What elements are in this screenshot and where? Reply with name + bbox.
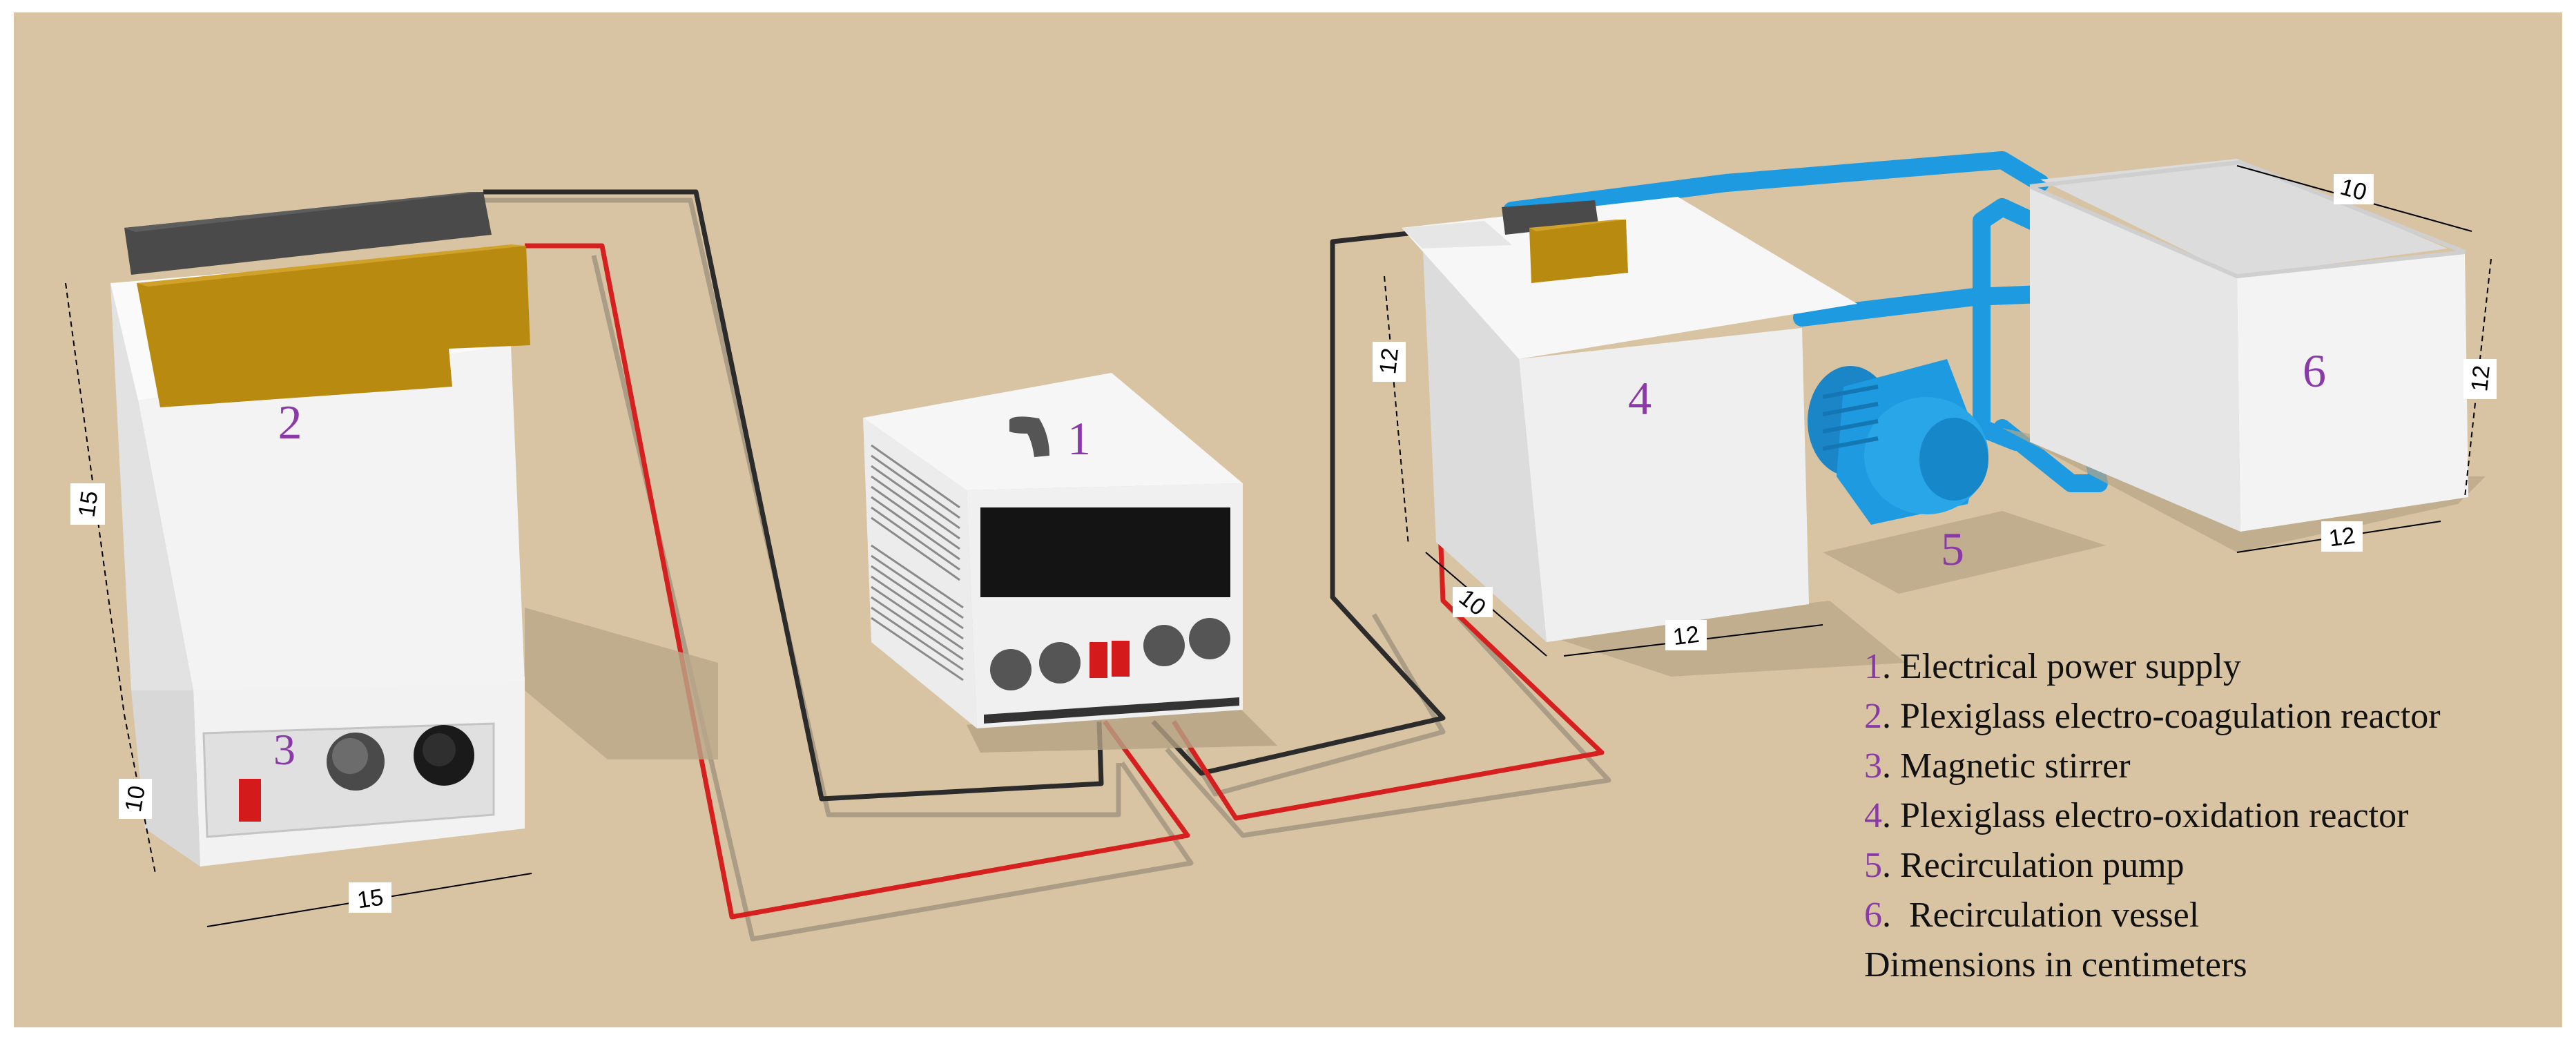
power-knob-2 [1039, 642, 1081, 684]
power-supply-vents [871, 444, 964, 681]
legend-item: 4. Plexiglass electro-oxidation reactor [1864, 796, 2409, 835]
power-switch-1 [1090, 642, 1107, 678]
legend-number: 2 [1864, 697, 1882, 736]
dim-reactor4-width: 12 [1672, 621, 1701, 650]
wire-shadow [483, 197, 1121, 817]
shadow [1547, 601, 1906, 677]
pipe-return-top [1503, 151, 2049, 220]
vessel-side [2030, 186, 2240, 532]
wire-shadow [591, 255, 1194, 942]
stirrer-knob-heat-highlight [423, 733, 456, 766]
legend-text: Recirculation pump [1900, 846, 2185, 885]
reactor-2-assembly: 2 3 15 10 15 [65, 192, 718, 927]
legend-text: Magnetic stirrer [1900, 746, 2131, 786]
label-5: 5 [1941, 523, 1964, 575]
power-supply-display [980, 507, 1230, 597]
reactor-2-side [110, 283, 193, 690]
legend-text: Electrical power supply [1900, 647, 2241, 686]
black-wire-reactor4 [1151, 231, 1446, 776]
legend-text: Plexiglass electro-oxidation reactor [1900, 796, 2409, 835]
legend-item: 2. Plexiglass electro-coagulation reacto… [1864, 697, 2441, 736]
legend-item: 6. Recirculation vessel [1864, 895, 2200, 935]
dim-stirrer-width: 15 [356, 884, 385, 914]
vessel-inner-back [2040, 159, 2448, 276]
red-wire-reactor2 [525, 243, 1190, 920]
dim-line-12-vertical [1384, 275, 1409, 546]
recirculation-vessel: 6 10 12 12 [2002, 159, 2497, 553]
reactor-4-front [1519, 328, 1809, 642]
legend-note: Dimensions in centimeters [1864, 945, 2247, 985]
power-supply-top [863, 373, 1243, 490]
legend-number: 4 [1864, 796, 1882, 835]
label-6: 6 [2303, 345, 2326, 397]
power-knob-3 [1143, 625, 1185, 666]
vessel-front [2237, 252, 2468, 532]
label-3: 3 [273, 725, 296, 774]
dim-tag-bg [1373, 342, 1406, 382]
legend-number: 5 [1864, 846, 1882, 885]
legend-item: 5. Recirculation pump [1864, 846, 2185, 885]
dim-tag-bg [70, 483, 105, 525]
pump-head-face [1919, 418, 1988, 501]
dim-tag-bg [2321, 521, 2363, 552]
electrode-gold-top [1529, 220, 1626, 231]
dim-tag-bg [1665, 620, 1707, 650]
label-2: 2 [278, 396, 302, 449]
stirrer-knob-speed-highlight [332, 738, 368, 774]
reactor-4-lid [1402, 221, 1512, 249]
dim-reactor2-height: 15 [74, 490, 104, 519]
dim-tag-bg [2463, 359, 2497, 399]
label-4: 4 [1628, 372, 1652, 425]
power-terminal-strip [984, 697, 1239, 724]
magnetic-stirrer-side [131, 690, 200, 866]
pump-fins [1822, 385, 1879, 451]
wires [483, 189, 1611, 942]
shadow [525, 608, 718, 759]
reactor-2-front [138, 345, 525, 690]
legend-number: 6 [1864, 895, 1882, 935]
power-supply-side [863, 418, 977, 728]
legend-number: 1 [1864, 647, 1882, 686]
power-supply-handle [1009, 416, 1049, 457]
electrode-gold [1529, 220, 1628, 283]
legend-number: 3 [1864, 746, 1882, 786]
reactor-4-side [1422, 235, 1547, 642]
pipe-pump-link [1973, 295, 2025, 451]
dim-reactor4-height: 12 [1375, 347, 1404, 376]
wire-shadow [1165, 599, 1611, 838]
legend-text: Plexiglass electro-coagulation reactor [1900, 697, 2441, 736]
electrode-dark-top [124, 192, 483, 232]
power-knob-1 [990, 649, 1032, 690]
reactor-4-top [1402, 197, 1857, 359]
electrode-gold-top [137, 244, 526, 287]
dim-tag-bg [1453, 587, 1493, 617]
dim-vessel-width: 12 [2327, 523, 2357, 552]
legend: 1. Electrical power supply 2. Plexiglass… [1864, 642, 2555, 990]
label-1: 1 [1067, 412, 1091, 465]
legend-item: 3. Magnetic stirrer [1864, 746, 2131, 786]
dim-stirrer-height: 10 [120, 784, 151, 814]
dim-tag-bg [2334, 174, 2374, 204]
recirculation-pump: 5 [1808, 359, 2106, 594]
reactor-4-assembly: 4 12 10 12 [1373, 197, 1906, 677]
legend-text: Recirculation vessel [1900, 895, 2200, 935]
shadow [1823, 511, 2106, 594]
dim-tag-bg [119, 779, 152, 819]
electrode-dark [124, 192, 492, 275]
vessel-rim [2028, 159, 2466, 279]
dim-tag-bg [349, 882, 391, 913]
legend-item: 1. Electrical power supply [1864, 647, 2241, 686]
power-knob-4 [1189, 618, 1230, 659]
electrode-gold [137, 246, 530, 407]
power-switch-2 [1112, 641, 1130, 677]
black-wire-reactor2 [483, 189, 1104, 802]
power-supply: 1 [863, 373, 1277, 753]
stirrer-switch [239, 779, 261, 822]
dim-vessel-height: 12 [2466, 364, 2495, 393]
